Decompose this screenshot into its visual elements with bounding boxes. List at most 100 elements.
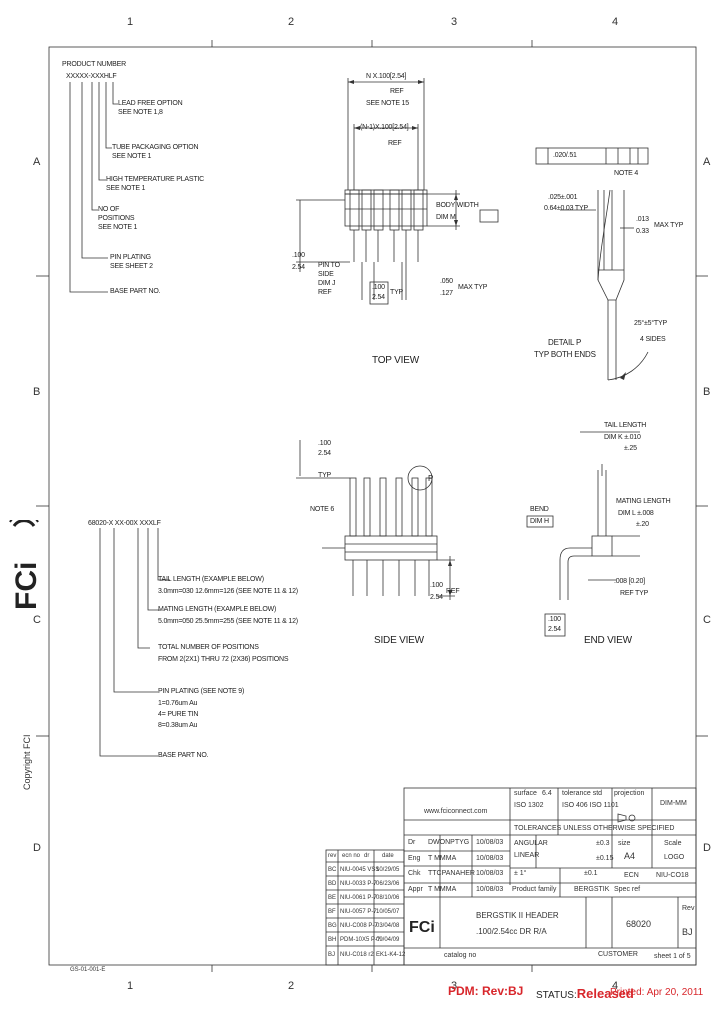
pn-lead-free-1: LEAD FREE OPTION	[118, 100, 183, 107]
rev-row-d: 09/04/09	[376, 937, 400, 943]
detail-d013: .013	[636, 216, 649, 223]
zone-row-d-left: D	[33, 842, 41, 854]
detail-tol: .020/.51	[553, 152, 577, 159]
rev-head-date: date	[382, 853, 394, 859]
pn-lead-free-2: SEE NOTE 1,8	[118, 109, 163, 116]
pn-hightemp-2: SEE NOTE 1	[106, 185, 146, 192]
zone-row-a-right: A	[703, 156, 711, 168]
tb-rev-v: BJ	[682, 927, 693, 937]
tv-pin-side-3: DIM J	[318, 280, 336, 287]
status-value: Released	[576, 986, 634, 1001]
pn-tube-1: TUBE PACKAGING OPTION	[112, 144, 199, 151]
tb-part-no: 68020	[626, 919, 652, 929]
tb-iso: ISO 1302	[514, 802, 544, 809]
ev-dim-h: DIM H	[530, 518, 549, 525]
tb-surface: surface	[514, 790, 537, 797]
ev-reftyp: REF TYP	[620, 590, 649, 597]
sv-d100b: .100	[430, 582, 443, 589]
tb-chk-k: Chk	[408, 870, 421, 877]
tb-scale-v: LOGO	[664, 854, 685, 861]
tv-d254b: 2.54	[372, 294, 385, 301]
pn-plating-1: PIN PLATING	[110, 254, 151, 261]
zone-row-d-right: D	[703, 842, 711, 854]
sv-typ: TYP	[318, 472, 332, 479]
tv-d254: 2.54	[292, 264, 305, 271]
rev-row-d: EK1-K4-12	[376, 952, 406, 958]
rev-row-e: NIU-C018 r2	[340, 952, 374, 958]
fci-logo-icon-small: FCi	[409, 919, 435, 936]
ev-d100: .100	[548, 616, 561, 623]
pn-hightemp-1: HIGH TEMPERATURE PLASTIC	[106, 176, 205, 183]
pn2-total-title: TOTAL NUMBER OF POSITIONS	[158, 644, 259, 651]
pn-tube-2: SEE NOTE 1	[112, 153, 152, 160]
tb-appr-k: Appr	[408, 886, 423, 893]
tb-spec: Spec ref	[614, 886, 641, 893]
sv-d254b: 2.54	[430, 594, 443, 601]
rev-row-e: NIU-0033 P-7	[340, 881, 377, 887]
sv-d254: 2.54	[318, 450, 331, 457]
tb-ecn-v: NIU-CO18	[656, 872, 689, 879]
rev-row-n: BD	[328, 881, 337, 887]
pn-positions-3: SEE NOTE 1	[98, 224, 138, 231]
tb-family-v: BERGSTIK	[574, 886, 610, 893]
tv-d100: .100	[292, 252, 305, 259]
rev-row-d: 06/23/06	[376, 881, 400, 887]
rev-row-e: NIU-0045 VSS	[340, 867, 380, 873]
detail-d033: 0.33	[636, 228, 649, 235]
sv-ref: REF	[446, 588, 460, 595]
fci-title-logo: FCi	[408, 902, 438, 942]
zone-col-4-bottom: 4	[612, 980, 619, 992]
tb-angular: ANGULAR	[514, 840, 548, 847]
tv-dim1: N X.100[2.54]	[366, 73, 407, 80]
tv-d127: .127	[440, 290, 453, 297]
tv-d050: .050	[440, 278, 453, 285]
tb-dr-k: Dr	[408, 839, 416, 846]
tb-chk-v: TTCPANAHER	[428, 870, 475, 877]
status-label: STATUS:	[536, 990, 577, 1001]
tb-tol2: ±0.15	[596, 855, 614, 862]
tb-ecn: ECN	[624, 872, 639, 879]
sv-d100: .100	[318, 440, 331, 447]
pn2-plating-1: 1=0.76um Au	[158, 700, 198, 707]
tb-chk-d: 10/08/03	[476, 870, 504, 877]
rev-row-n: BF	[328, 909, 336, 915]
zone-row-a-left: A	[33, 156, 41, 168]
tb-form-no: GS-01-001-E	[70, 967, 106, 973]
pn2-tail-title: TAIL LENGTH (EXAMPLE BELOW)	[158, 576, 264, 583]
tv-ref: REF	[390, 88, 404, 95]
detail-sides: 4 SIDES	[640, 336, 666, 343]
ev-dim-k2: ±.25	[624, 445, 637, 452]
sv-note6: NOTE 6	[310, 506, 335, 513]
ev-dim-l2: ±.20	[636, 521, 649, 528]
pn-title: PRODUCT NUMBER	[62, 61, 126, 68]
pn-base: BASE PART NO.	[110, 288, 161, 295]
tb-size: size	[618, 840, 631, 847]
tv-pin-side-2: SIDE	[318, 271, 334, 278]
rev-row-d: 10/29/05	[376, 867, 400, 873]
ev-bend: BEND	[530, 506, 549, 513]
rev-row-n: BH	[328, 937, 337, 943]
rev-row-n: BJ	[328, 952, 336, 958]
tv-d100b: .100	[372, 284, 385, 291]
tb-eng-k: Eng	[408, 855, 421, 862]
tb-dr-v: DWONPTYG	[428, 839, 470, 846]
detail-d025: .025±.001	[548, 194, 578, 201]
tv-dim-m: DIM M	[436, 214, 456, 221]
ev-tail: TAIL LENGTH	[604, 422, 647, 429]
pn2-base: BASE PART NO.	[158, 752, 209, 759]
pn2-plating-4: 4= PURE TIN	[158, 711, 199, 718]
side-view-label: SIDE VIEW	[374, 635, 424, 646]
rev-row-e: NIU-C008 P-7	[340, 923, 378, 929]
top-view-label: TOP VIEW	[372, 355, 419, 366]
ev-d254: 2.54	[548, 626, 561, 633]
pn-positions-2: POSITIONS	[98, 215, 135, 222]
tb-appr-d: 10/08/03	[476, 886, 504, 893]
fci-logo-icon: FCi	[9, 520, 42, 610]
tb-catalog: catalog no	[444, 952, 477, 959]
pn2-total-text: FROM 2(2X1) THRU 72 (2X36) POSITIONS	[158, 656, 289, 663]
tb-sheet: sheet 1 of 5	[654, 953, 691, 960]
ev-dim-l: DIM L ±.008	[618, 510, 654, 517]
status-line: STATUS:Released	[536, 986, 634, 1001]
pn2-code: 68020-X XX-00X XXXLF	[88, 520, 161, 527]
